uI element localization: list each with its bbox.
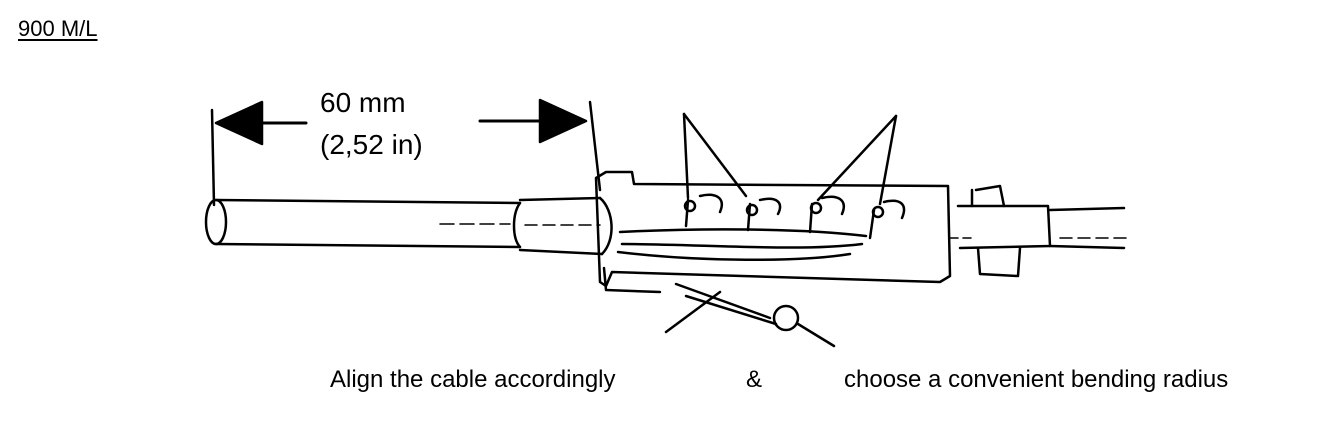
- caption-bending-radius: choose a convenient bending radius: [844, 366, 1229, 393]
- connector-body: [594, 170, 952, 294]
- cable-clamp: [949, 184, 1131, 278]
- caption-ampersand: &: [746, 366, 763, 393]
- arrow-right-icon: [538, 98, 588, 144]
- caption-align: Align the cable accordingly: [330, 366, 616, 393]
- dimension-inch: (2,52 in): [320, 129, 423, 160]
- dimension-arrows: [214, 98, 588, 146]
- pointer-lines: [682, 112, 898, 206]
- dimension-label: 60 mm (2,52 in): [320, 82, 423, 166]
- tool: [664, 282, 836, 348]
- arrow-left-icon: [214, 100, 264, 146]
- dimension-mm: 60 mm: [320, 87, 406, 118]
- cable: [204, 196, 613, 256]
- section-heading: 900 M/L: [18, 16, 98, 41]
